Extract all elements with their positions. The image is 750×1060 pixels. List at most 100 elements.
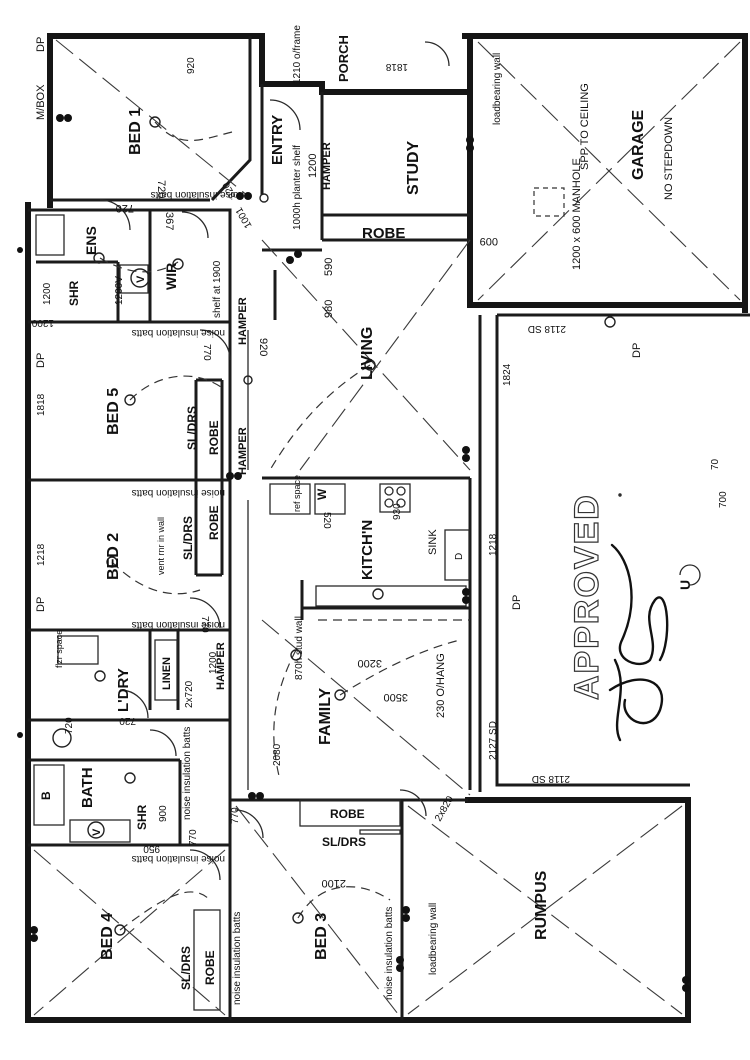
- dim-367: 367: [163, 212, 175, 230]
- dim-980: 980: [323, 300, 335, 318]
- label-sldrs-bed3: SL/DRS: [322, 835, 366, 849]
- label-dp-1: DP: [35, 353, 47, 368]
- label-living: LIVING: [359, 327, 376, 380]
- note-loadbearing-garage: loadbearing wall: [492, 53, 503, 125]
- label-porch: PORCH: [336, 35, 351, 82]
- label-wir: WIR: [163, 263, 179, 290]
- note-u: U: [677, 580, 693, 590]
- note-frame: 1210 o/frame: [292, 25, 303, 84]
- note-loadbearing-rumpus: loadbearing wall: [428, 903, 439, 975]
- label-rumpus: RUMPUS: [533, 870, 550, 940]
- label-dp-4: DP: [631, 343, 643, 358]
- note-fridge-w: W: [315, 488, 329, 500]
- note-shelf1900: shelf at 1900: [212, 260, 223, 318]
- dim-2x720: 2x720: [184, 680, 195, 708]
- dim-950: 950: [143, 843, 160, 854]
- family-diagonal: [261, 619, 471, 796]
- door-swings: [99, 41, 450, 881]
- note-bath-v: V: [91, 828, 103, 836]
- approval-stamp: APPROVED: [567, 493, 606, 701]
- dim-700: 700: [718, 491, 729, 508]
- dim-1200-ens: 1200: [42, 282, 53, 305]
- dim-1200-entry: 1200: [307, 154, 319, 178]
- label-bed2: BED 2: [105, 533, 122, 580]
- note-noise-bed3: noise insulation batts: [384, 907, 395, 1000]
- dim-770-bed2: 770: [199, 616, 210, 633]
- dim-1200v: 1200V: [114, 276, 125, 305]
- signature: [608, 543, 701, 742]
- dim-1200-ldry: 1200: [208, 651, 219, 674]
- interior-walls: [28, 36, 472, 1020]
- cabinetry: [33, 214, 470, 1011]
- label-robe-bed3: ROBE: [330, 807, 365, 821]
- dim-1818-bed5: 1818: [36, 393, 47, 416]
- label-shr-bath: SHR: [135, 804, 149, 830]
- rumpus-diagonals: [407, 805, 683, 1015]
- dim-1818-porch: 1818: [385, 61, 408, 72]
- label-dp-5: DP: [35, 37, 47, 52]
- note-noise-bed2: noise insulation batts: [132, 619, 225, 630]
- dim-1218-kitchen: 1218: [488, 533, 499, 556]
- dim-2100: 2100: [322, 877, 346, 889]
- dim-590: 590: [323, 258, 335, 276]
- fixture-symbols: [52, 116, 622, 936]
- label-entry: ENTRY: [269, 115, 286, 165]
- garage-diagonals: [477, 41, 741, 301]
- dim-2080: 2080: [272, 743, 283, 766]
- label-bath: BATH: [79, 767, 96, 808]
- note-ref-space: ref space: [292, 475, 302, 512]
- note-noise-bath: noise insulation batts: [182, 727, 193, 820]
- dim-009: 009: [480, 235, 498, 247]
- manhole: [533, 187, 565, 217]
- dim-1218-bed2: 1218: [36, 543, 47, 566]
- note-manhole: 1200 x 600 MANHOLE: [571, 158, 583, 270]
- dim-920-bed1: 920: [186, 57, 197, 74]
- note-planter: 1000h planter shelf: [292, 145, 303, 230]
- label-mbox: M/BOX: [35, 84, 47, 120]
- label-hamper-ldry: HAMPER: [215, 642, 227, 690]
- dim-770-bed4: 770: [188, 829, 199, 846]
- note-vent: vent rnr in wall: [156, 517, 166, 575]
- note-noise-bed4: noise insulation batts: [132, 853, 225, 864]
- dim-2x820: 2x820: [433, 794, 456, 823]
- approved-text: APPROVED: [568, 493, 606, 700]
- label-robe-bed5: ROBE: [207, 420, 221, 455]
- dimension-labels: 720 367 720 1200 1200V 1200 820 1001 181…: [31, 57, 729, 889]
- note-wir-v: V: [135, 275, 147, 283]
- dim-2118-top: 2118 SD: [528, 323, 566, 334]
- dim-1200-shr: 1200: [31, 317, 54, 328]
- label-robe-bed2: ROBE: [207, 505, 221, 540]
- label-dp-2: DP: [35, 597, 47, 612]
- label-robe-bed4: ROBE: [203, 950, 217, 985]
- label-kitchen: KITCH'N: [359, 520, 376, 580]
- label-ldry: L'DRY: [115, 668, 132, 712]
- label-garage: GARAGE: [630, 109, 647, 180]
- label-family: FAMILY: [317, 687, 334, 745]
- label-bed4: BED 4: [99, 913, 116, 960]
- label-bath-b: B: [39, 791, 53, 800]
- bed4-diagonals: [33, 849, 226, 1016]
- note-noise-bed1: noise insulation batts: [151, 189, 244, 200]
- label-bed5: BED 5: [105, 388, 122, 435]
- label-bed1: BED 1: [127, 108, 144, 155]
- note-noise-ens: noise insulation batts: [132, 327, 225, 338]
- label-sldrs-bed4: SL/DRS: [179, 946, 193, 990]
- dim-2118-bottom: 2118 SD: [532, 773, 570, 784]
- electrical-circuits: [99, 121, 461, 931]
- dim-720-ldry: 720: [119, 715, 136, 726]
- dim-720-bed1: 720: [116, 202, 134, 214]
- dim-70: 70: [710, 458, 721, 470]
- note-stud-wall: 870h stud wall: [294, 616, 305, 680]
- dim-920: 920: [257, 338, 269, 356]
- living-diagonal: [261, 239, 471, 471]
- power-point-dots: [17, 114, 690, 992]
- label-hamper-living: HAMPER: [237, 297, 249, 345]
- note-d: D: [454, 553, 465, 560]
- dim-3500: 3500: [384, 691, 408, 703]
- dim-720-ens: 720: [155, 180, 167, 198]
- label-ens: ENS: [83, 226, 99, 255]
- note-noise-bed4b: noise insulation batts: [232, 912, 243, 1005]
- outer-walls: [25, 33, 750, 1023]
- label-linen: LINEN: [161, 657, 173, 690]
